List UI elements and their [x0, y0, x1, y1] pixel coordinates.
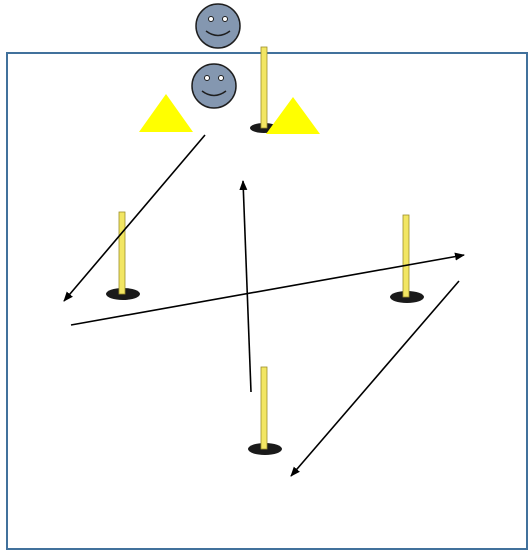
arrow-left-to-right-pole: [70, 252, 465, 326]
pole-right: [390, 214, 424, 303]
arrow-right-to-bottom-pole: [290, 280, 460, 477]
arrow-bottom-to-top-pole: [239, 180, 252, 393]
pole-shaft: [260, 46, 268, 129]
smiley-face-icon: [191, 63, 237, 109]
arrow-start-to-left-pole: [63, 134, 206, 302]
player-1: [195, 3, 241, 49]
player-2: [191, 63, 237, 109]
pole-shaft: [118, 211, 126, 295]
smiley-face-icon: [195, 3, 241, 49]
field-boundary: [6, 52, 528, 550]
cone-left: [139, 94, 193, 132]
pole-shaft: [260, 366, 268, 450]
pole-shaft: [402, 214, 410, 298]
pole-left: [106, 211, 140, 300]
cone-right: [266, 97, 320, 134]
pole-bottom: [248, 366, 282, 455]
